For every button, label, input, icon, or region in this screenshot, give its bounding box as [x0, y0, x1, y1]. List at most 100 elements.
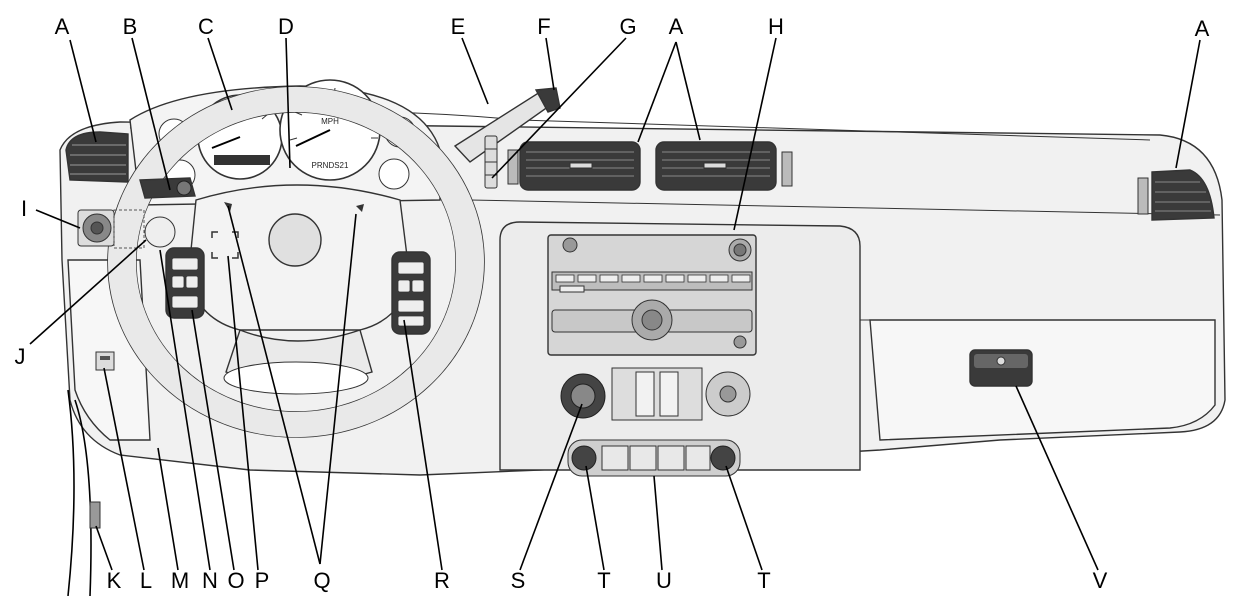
- leader-n: [159, 249, 211, 571]
- leader-f: [545, 37, 555, 91]
- radio-power-knob: [562, 237, 578, 253]
- center-vent-right-tab: [703, 162, 727, 169]
- leader-q-right: [319, 213, 357, 565]
- trailer-brake-switch: [95, 351, 115, 371]
- gear-indicator: PRNDS21: [312, 161, 349, 170]
- leader-q-left: [227, 205, 321, 565]
- radio-eject-knob: [733, 335, 747, 349]
- horn-emblem: [268, 213, 322, 267]
- wheel-lower-opening: [223, 361, 369, 395]
- center-vent-thumbwheel-left: [507, 149, 519, 185]
- callout-e: E: [451, 14, 466, 39]
- headlamp-switch-center: [90, 221, 104, 235]
- callout-t2: T: [757, 568, 770, 593]
- callout-s: S: [511, 568, 526, 593]
- speed-unit-label: MPH: [321, 117, 339, 126]
- radio-band-button: [559, 285, 585, 293]
- climate-fan-knob-center: [719, 385, 737, 403]
- horn-icon-right: [356, 204, 364, 212]
- leader-b: [131, 37, 171, 191]
- radio-main-knob-center: [641, 309, 663, 331]
- odometer-display: [214, 155, 270, 165]
- leader-c: [207, 37, 233, 111]
- leader-p: [227, 255, 259, 571]
- radio-tune-knob-center: [733, 243, 747, 257]
- coolant-temp-gauge: [378, 158, 410, 190]
- leader-r: [403, 319, 443, 571]
- left-heated-seat-knob: [571, 445, 597, 471]
- leader-a3: [1175, 39, 1201, 169]
- callout-m: M: [171, 568, 189, 593]
- dimmer-knob: [144, 216, 176, 248]
- callout-n: N: [202, 568, 218, 593]
- vents: [65, 131, 1215, 221]
- callout-v: V: [1093, 568, 1108, 593]
- leader-h: [733, 37, 777, 231]
- tach-needle: [211, 136, 241, 149]
- glovebox-lock-icon: [996, 356, 1006, 366]
- callout-i: I: [21, 196, 27, 221]
- leader-m: [157, 447, 179, 571]
- right-vent-louvers: [1155, 181, 1211, 212]
- center-vent-thumbwheel-right: [781, 151, 793, 187]
- leader-a1: [69, 39, 97, 143]
- leader-l: [103, 367, 145, 571]
- leader-a2-left: [637, 41, 677, 143]
- door-edge-line-2: [67, 389, 75, 596]
- glovebox: [869, 319, 1216, 441]
- leader-a2-right: [675, 41, 701, 141]
- left-switches: [77, 209, 176, 529]
- leader-k: [95, 525, 113, 571]
- speedo-needle: [295, 129, 331, 147]
- callout-p: P: [255, 568, 270, 593]
- callout-h: H: [768, 14, 784, 39]
- climate-left-knob-center: [570, 383, 596, 409]
- center-vent-left-tab: [569, 162, 593, 169]
- callout-u: U: [656, 568, 672, 593]
- callout-a3: A: [1195, 16, 1210, 41]
- right-vent-thumbwheel: [1137, 177, 1149, 215]
- center-stack: [499, 221, 861, 477]
- left-vent-louvers: [70, 144, 126, 175]
- radio-preset-buttons: [555, 274, 751, 283]
- hood-release-lever: [89, 501, 101, 529]
- right-spoke-buttons: [397, 261, 425, 327]
- leader-i: [35, 209, 81, 229]
- center-vent-louvers: [526, 151, 770, 177]
- callout-g: G: [619, 14, 636, 39]
- leader-j: [29, 239, 147, 345]
- leader-v: [1015, 385, 1099, 571]
- climate-slider-1: [635, 371, 655, 417]
- leader-t2: [725, 465, 763, 571]
- callout-r: R: [434, 568, 450, 593]
- callout-a2: A: [669, 14, 684, 39]
- door-edge-line: [74, 399, 92, 596]
- callout-q: Q: [313, 568, 330, 593]
- callout-d: D: [278, 14, 294, 39]
- left-spoke-buttons: [171, 257, 199, 309]
- leader-o: [191, 309, 235, 571]
- leader-s: [519, 403, 583, 571]
- callout-b: B: [123, 14, 138, 39]
- climate-slider-panel: [611, 367, 703, 421]
- leader-lines: [29, 37, 1201, 571]
- lower-strip-buttons: [601, 445, 711, 471]
- right-heated-seat-knob: [710, 445, 736, 471]
- leader-d: [285, 37, 291, 169]
- leader-t1: [585, 465, 605, 571]
- callout-j: J: [15, 344, 26, 369]
- callout-c: C: [198, 14, 214, 39]
- callout-t1: T: [597, 568, 610, 593]
- callout-f: F: [537, 14, 550, 39]
- leader-g: [491, 37, 627, 179]
- callout-k: K: [107, 568, 122, 593]
- leader-u: [653, 475, 663, 571]
- callout-o: O: [227, 568, 244, 593]
- callout-labels: A B C D E F G A H A I J K L M N O P Q R …: [15, 14, 1210, 593]
- turn-signal-knob: [176, 180, 192, 196]
- callout-a1: A: [55, 14, 70, 39]
- dash-mid-ridge: [469, 199, 1221, 216]
- instrument-dimmer-area: [113, 209, 145, 249]
